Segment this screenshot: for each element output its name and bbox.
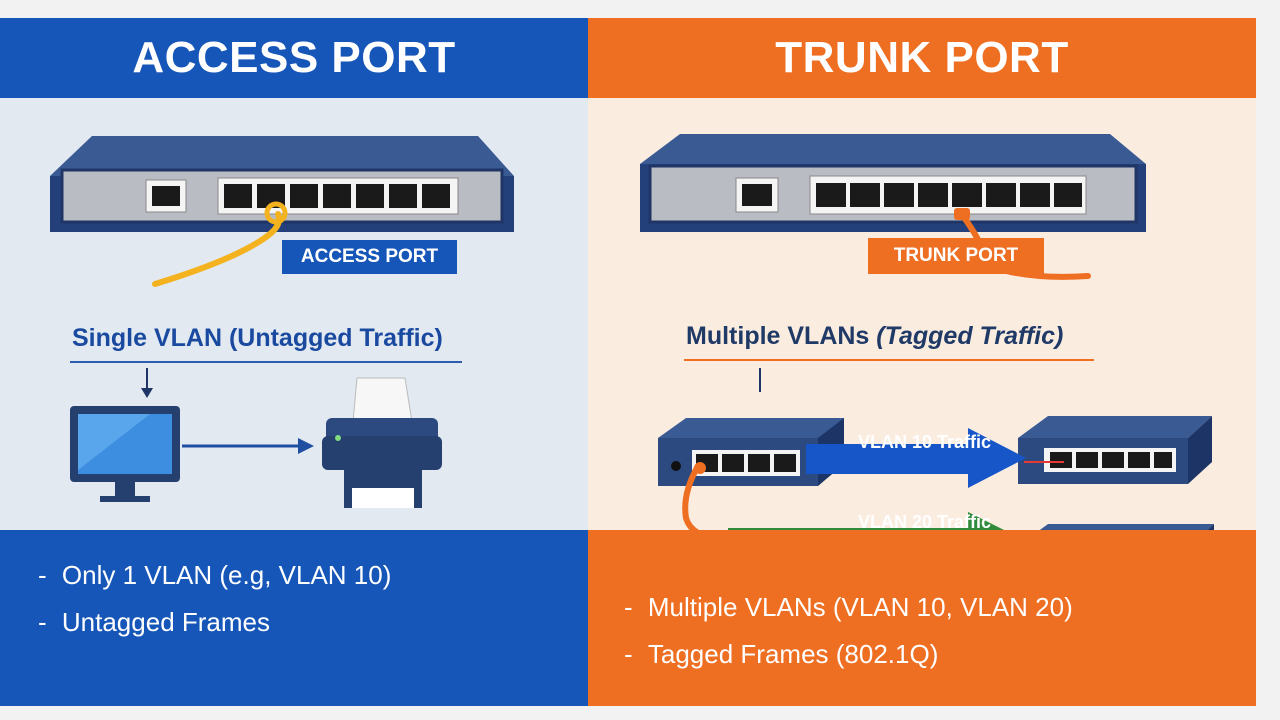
arrow-down-icon	[141, 368, 153, 398]
network-switch-icon	[658, 418, 844, 486]
vlan20-traffic-label: VLAN 20 Traffic	[858, 512, 992, 532]
trunk-bullet-list: Multiple VLANs (VLAN 10, VLAN 20) Tagged…	[624, 592, 1073, 686]
access-subtitle-underline	[70, 361, 462, 363]
network-switch-icon	[1018, 416, 1212, 484]
access-bullet-list: Only 1 VLAN (e.g, VLAN 10) Untagged Fram…	[38, 560, 391, 654]
trunk-footer: Multiple VLANs (VLAN 10, VLAN 20) Tagged…	[588, 530, 1256, 706]
trunk-bullet: Multiple VLANs (VLAN 10, VLAN 20)	[624, 592, 1073, 623]
access-subtitle: Single VLAN (Untagged Traffic)	[72, 324, 443, 352]
trunk-port-diagram	[640, 134, 1214, 590]
access-port-title: ACCESS PORT	[0, 18, 588, 98]
trunk-subtitle-plain: Multiple VLANs	[686, 322, 870, 350]
trunk-bullet: Tagged Frames (802.1Q)	[624, 639, 1073, 670]
access-port-label: ACCESS PORT	[282, 240, 457, 274]
network-switch-icon	[640, 134, 1146, 232]
access-port-panel: ACCESS PORT	[0, 18, 588, 706]
vlan10-traffic-label: VLAN 10 Traffic	[858, 432, 992, 452]
vlan10-arrow-icon	[806, 428, 1064, 488]
trunk-port-title: TRUNK PORT	[588, 18, 1256, 98]
ethernet-cable-icon	[152, 201, 288, 287]
network-switch-icon	[50, 136, 514, 232]
trunk-subtitle-underline	[684, 359, 1094, 361]
arrow-right-icon	[182, 438, 314, 454]
access-bullet: Untagged Frames	[38, 607, 391, 638]
computer-monitor-icon	[70, 406, 180, 502]
access-port-diagram	[50, 136, 514, 508]
access-bullet: Only 1 VLAN (e.g, VLAN 10)	[38, 560, 391, 591]
trunk-port-panel: TRUNK PORT	[588, 18, 1256, 706]
trunk-subtitle-italic: (Tagged Traffic)	[876, 322, 1064, 350]
access-footer: Only 1 VLAN (e.g, VLAN 10) Untagged Fram…	[0, 530, 588, 706]
trunk-subtitle: Multiple VLANs (Tagged Traffic)	[686, 322, 1063, 351]
trunk-port-label: TRUNK PORT	[868, 238, 1044, 274]
printer-icon	[322, 377, 442, 508]
